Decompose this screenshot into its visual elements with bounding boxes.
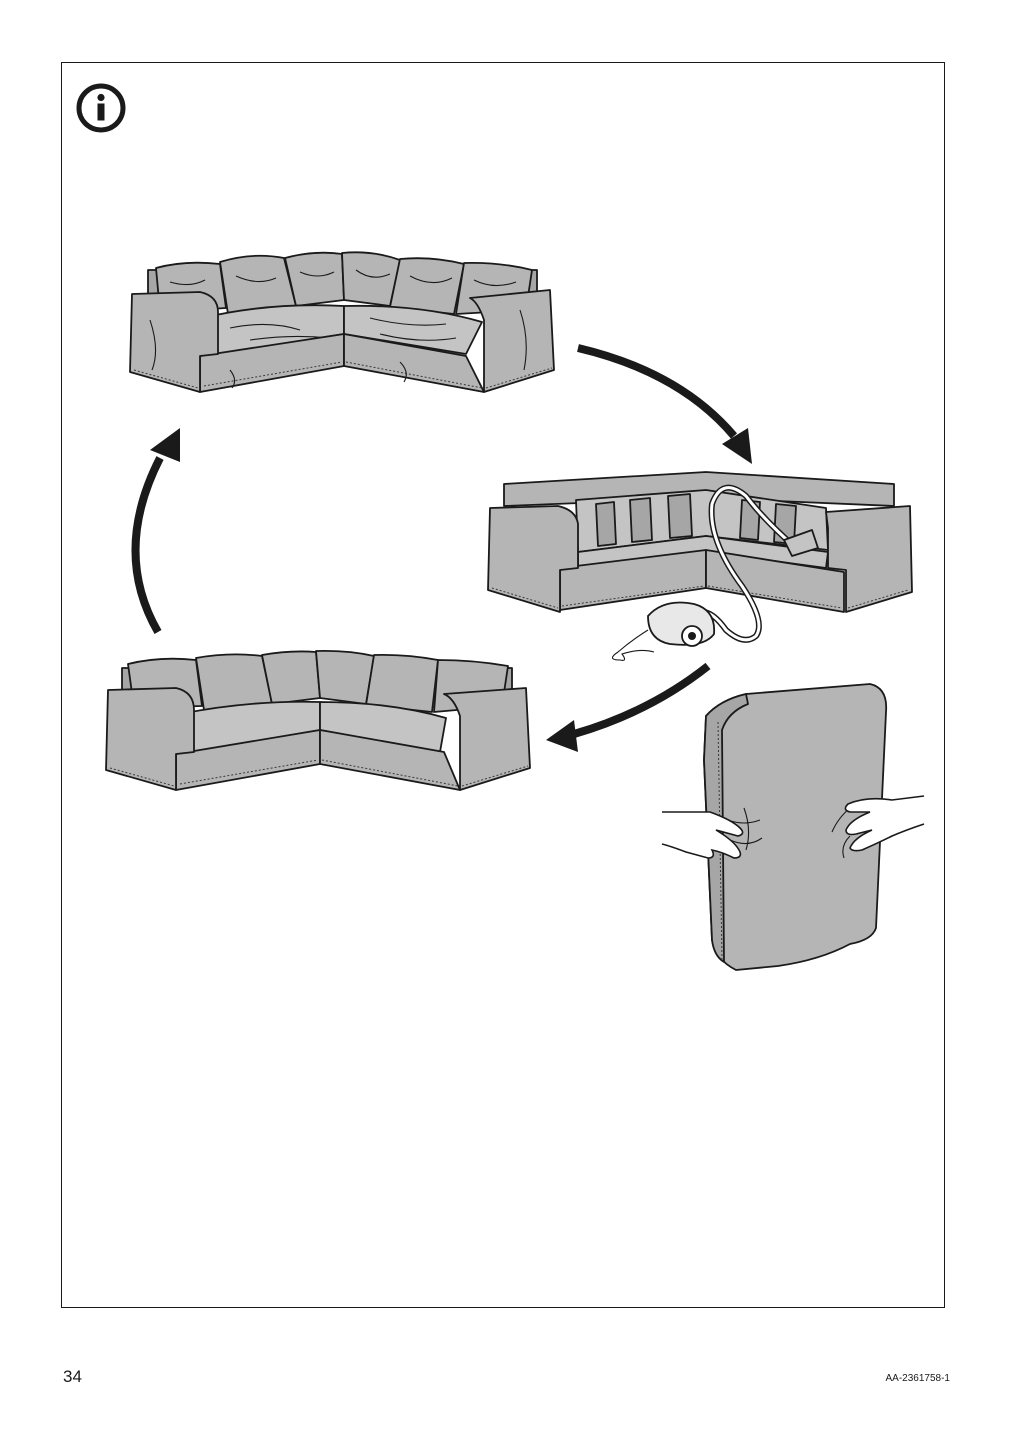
- document-code: AA-2361758-1: [885, 1373, 951, 1384]
- sofa-vacuum-icon: [487, 471, 913, 661]
- page-number: 34: [63, 1367, 82, 1386]
- sofa-smooth-icon: [105, 649, 531, 791]
- arrow-to-vacuum-icon: [577, 344, 752, 464]
- sofa-wrinkled-icon: [129, 251, 555, 393]
- instruction-frame: [61, 62, 945, 1308]
- cushion-hands-icon: [661, 683, 925, 971]
- arrow-to-clean-sofa-icon: [546, 662, 711, 752]
- arrow-to-top-sofa-icon: [131, 428, 180, 634]
- info-circle-icon: [76, 83, 126, 133]
